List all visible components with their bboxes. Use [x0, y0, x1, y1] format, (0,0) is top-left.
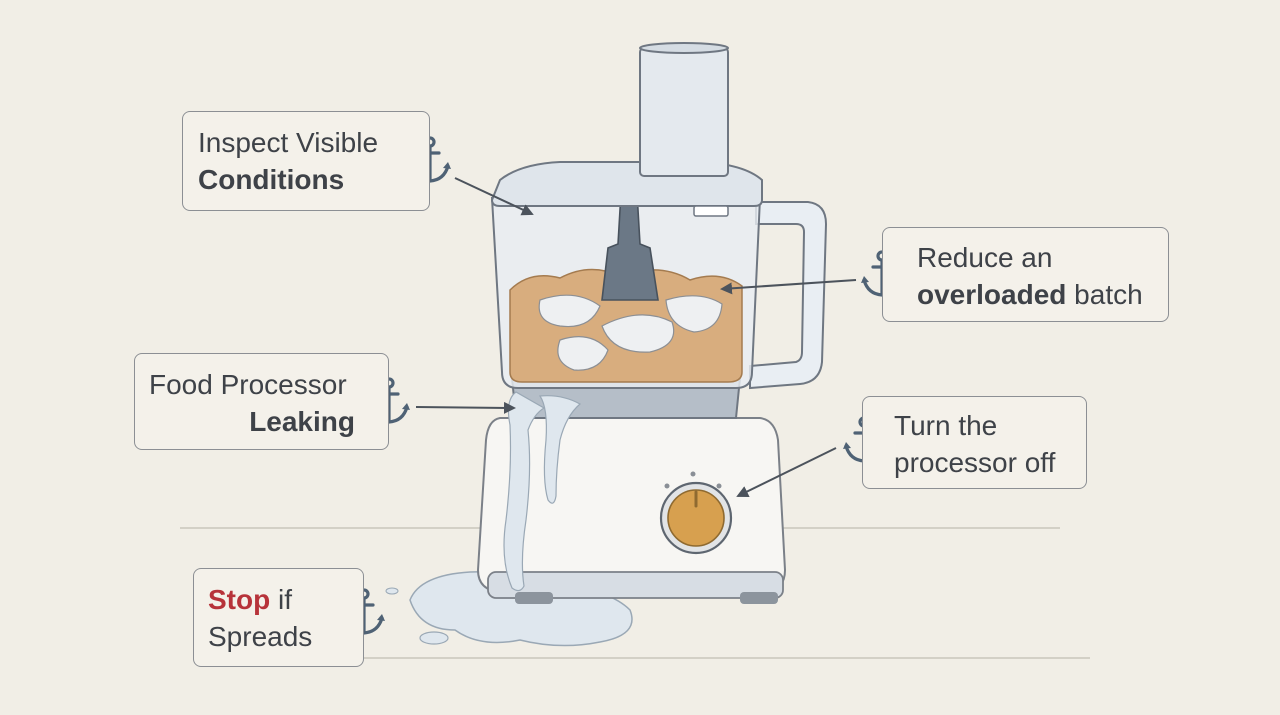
callout-food-processor-leaking: Food Processor Leaking: [134, 353, 389, 450]
knob-indicator-dot: [664, 483, 670, 489]
food-chunk: [665, 295, 723, 333]
callout-text-line: overloaded batch: [917, 276, 1168, 313]
knob: [667, 489, 725, 547]
leak-drop: [385, 587, 399, 595]
base-foot-band: [487, 571, 784, 599]
callout-emphasis-red: Stop: [208, 584, 271, 615]
arrow-inspect: [454, 177, 534, 216]
feed-tube: [639, 47, 729, 177]
callout-text-line: Reduce an: [917, 242, 1053, 273]
callout-reduce-overloaded-batch: Reduce an overloaded batch: [882, 227, 1169, 322]
knob-indicator-dot: [716, 483, 722, 489]
food-chunk: [557, 336, 609, 371]
knob-indicator-dot: [690, 471, 696, 477]
base-foot: [515, 592, 553, 604]
callout-text-rest: batch: [1066, 279, 1143, 310]
callout-text-rest: if: [270, 584, 292, 615]
callout-text-line: Inspect Visible: [198, 127, 379, 158]
callout-stop-if-spreads: Stop if Spreads: [193, 568, 364, 667]
leak-stream: [538, 395, 582, 504]
callout-text-line: Food Processor: [149, 369, 347, 400]
food-chunk: [601, 314, 675, 353]
arrow-turn-off: [736, 447, 837, 497]
callout-text-line: Stop if: [208, 581, 363, 618]
callout-turn-processor-off: Turn the processor off: [862, 396, 1087, 489]
arrow-leaking: [415, 401, 516, 414]
leak-stream: [503, 391, 546, 592]
lid-tab: [693, 205, 729, 217]
bowl-handle: [749, 201, 828, 390]
callout-inspect-visible-conditions: Inspect Visible Conditions: [182, 111, 430, 211]
feed-tube-rim: [639, 42, 729, 54]
food-chunk: [538, 294, 601, 328]
leak-drop: [419, 631, 449, 645]
callout-text-line-bold: Leaking: [249, 406, 355, 437]
callout-text-line: processor off: [894, 447, 1056, 478]
callout-text-line-bold: Conditions: [198, 164, 345, 195]
arrow-reduce: [720, 279, 857, 295]
callout-text-line: Turn the: [894, 410, 998, 441]
callout-emphasis: overloaded: [917, 279, 1067, 310]
callout-text-line: Spreads: [208, 621, 313, 652]
base-foot: [740, 592, 778, 604]
